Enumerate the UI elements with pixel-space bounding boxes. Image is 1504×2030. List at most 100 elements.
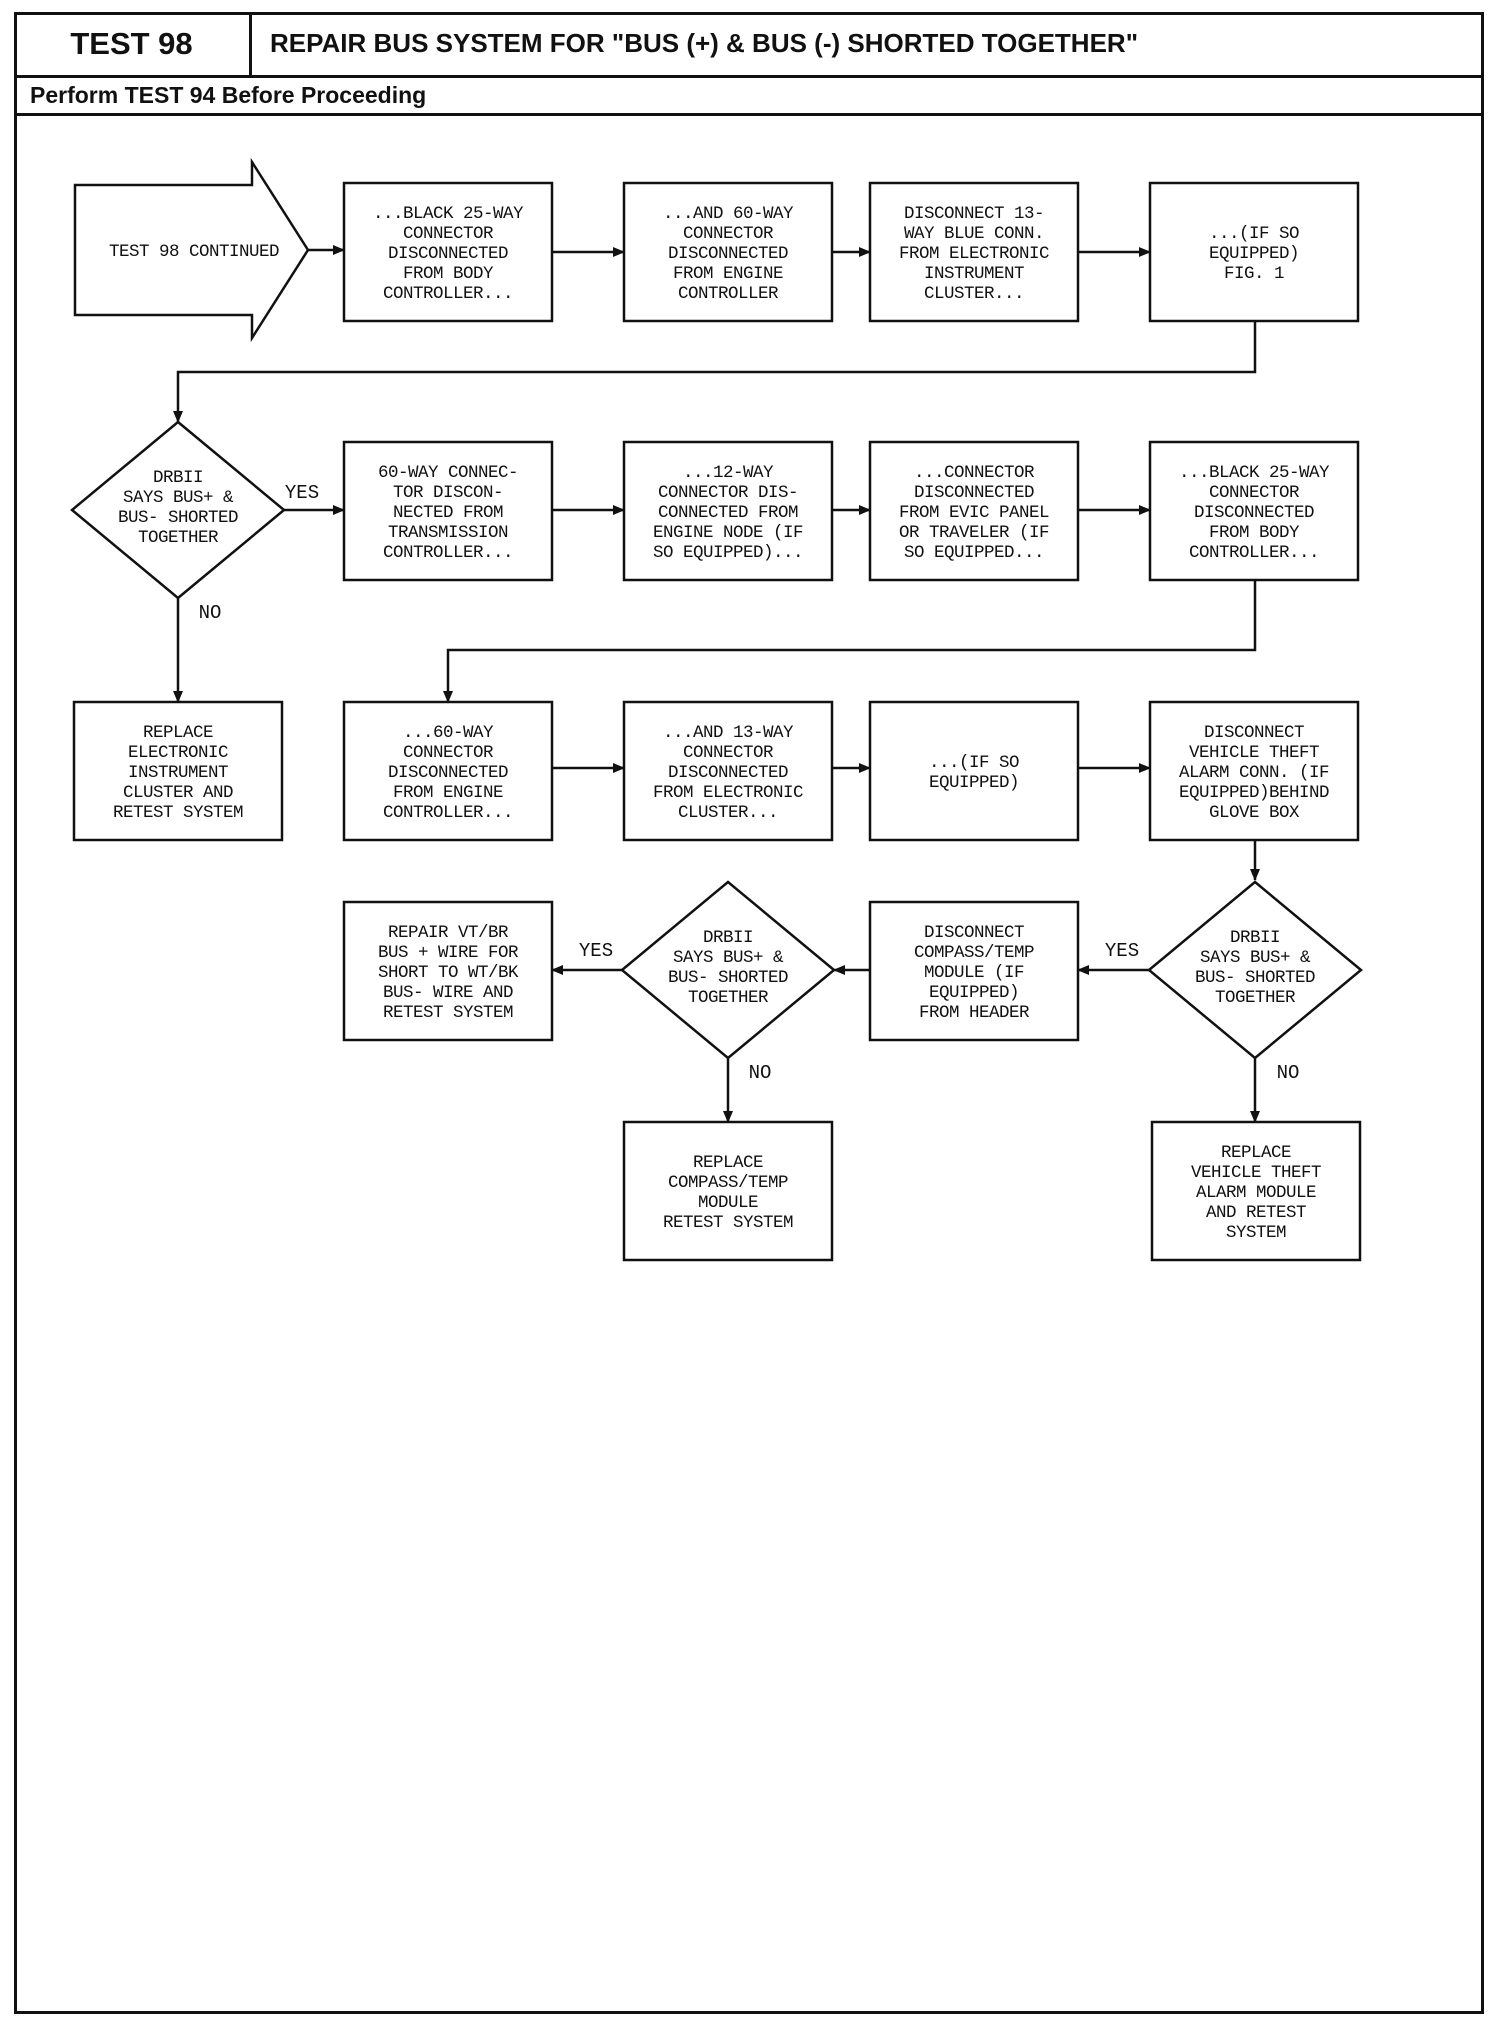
step-r1-4-text: EQUIPPED) xyxy=(1209,244,1299,264)
compass-box-text: DISCONNECT xyxy=(924,923,1024,943)
decision-2-text: DRBII xyxy=(1230,928,1280,948)
step-r1-4-text: ...(IF SO xyxy=(1209,224,1299,244)
step-r2-1-text: TRANSMISSION xyxy=(388,523,508,543)
replace-compass-box-shape xyxy=(622,1120,834,1262)
no-label-3: NO xyxy=(749,1062,772,1084)
step-r2-3-text: SO EQUIPPED... xyxy=(904,543,1044,563)
step-r2-2-text: SO EQUIPPED)... xyxy=(653,543,803,563)
decision-1-text: SAYS BUS+ & xyxy=(123,488,234,508)
step-r2-4-shape xyxy=(1148,440,1360,582)
step-r2-2-text: ...12-WAY xyxy=(683,463,774,483)
test-prerequisite: Perform TEST 94 Before Proceeding xyxy=(14,78,1484,116)
replace-compass-box-text: MODULE xyxy=(698,1193,758,1213)
step-r1-1-text: CONTROLLER... xyxy=(383,284,513,304)
replace-vta-box-text: REPLACE xyxy=(1221,1143,1291,1163)
step-r1-3-text: CLUSTER... xyxy=(924,284,1024,304)
step-r3-4-text: VEHICLE THEFT xyxy=(1189,743,1319,763)
step-r3-4-text: DISCONNECT xyxy=(1204,723,1304,743)
step-r1-3-text: FROM ELECTRONIC xyxy=(899,244,1049,264)
step-r2-3-shape xyxy=(868,440,1080,582)
replace-compass-box-text: REPLACE xyxy=(693,1153,763,1173)
decision-1-shape xyxy=(70,420,286,600)
replace-vta-box-text: SYSTEM xyxy=(1226,1223,1286,1243)
repair-wire-box-text: RETEST SYSTEM xyxy=(383,1003,513,1023)
decision-3-text: DRBII xyxy=(703,928,753,948)
repair-wire-box-text: BUS + WIRE FOR xyxy=(378,943,519,963)
decision-2-shape xyxy=(1147,880,1363,1060)
step-r1-2-text: DISCONNECTED xyxy=(668,244,788,264)
compass-box-text: MODULE (IF xyxy=(924,963,1024,983)
replace-compass-box-text: COMPASS/TEMP xyxy=(668,1173,788,1193)
step-r3-3-text: EQUIPPED) xyxy=(929,773,1019,793)
step-r1-1-text: FROM BODY xyxy=(403,264,494,284)
step-r2-3-text: OR TRAVELER (IF xyxy=(899,523,1049,543)
step-r3-2-text: CLUSTER... xyxy=(678,803,778,823)
step-r3-4-text: ALARM CONN. (IF xyxy=(1179,763,1329,783)
step-r2-4-text: CONNECTOR xyxy=(1209,483,1300,503)
step-r2-1-text: TOR DISCON- xyxy=(393,483,503,503)
step-r3-3-shape xyxy=(868,700,1080,842)
decision-3-text: TOGETHER xyxy=(688,988,769,1008)
yes-label-1: YES xyxy=(285,482,319,504)
no-label-2: NO xyxy=(1277,1062,1300,1084)
step-r3-4-text: EQUIPPED)BEHIND xyxy=(1179,783,1329,803)
step-r2-1-text: 60-WAY CONNEC- xyxy=(378,463,518,483)
step-r2-4-text: CONTROLLER... xyxy=(1189,543,1319,563)
decision-1-text: TOGETHER xyxy=(138,528,219,548)
page-frame xyxy=(14,12,1484,2014)
yes-label-2: YES xyxy=(1105,940,1139,962)
step-r2-1: 60-WAY CONNEC-TOR DISCON-NECTED FROMTRAN… xyxy=(342,440,554,582)
step-r1-1-text: CONNECTOR xyxy=(403,224,494,244)
repair-wire-box-shape xyxy=(342,900,554,1042)
decision-3-shape xyxy=(620,880,836,1060)
step-r3-1-text: CONTROLLER... xyxy=(383,803,513,823)
replace-cluster-box-text: REPLACE xyxy=(143,723,213,743)
replace-cluster-box-shape xyxy=(72,700,284,842)
replace-cluster-box-text: CLUSTER AND xyxy=(123,783,233,803)
step-r1-1-text: ...BLACK 25-WAY xyxy=(373,204,524,224)
step-r1-2-text: CONNECTOR xyxy=(683,224,774,244)
step-r2-2-text: CONNECTOR DIS- xyxy=(658,483,798,503)
step-r1-4-text: FIG. 1 xyxy=(1224,264,1284,284)
step-r2-1-text: NECTED FROM xyxy=(393,503,503,523)
step-r1-2-shape xyxy=(622,181,834,323)
replace-cluster-box-text: RETEST SYSTEM xyxy=(113,803,243,823)
step-r1-3-text: WAY BLUE CONN. xyxy=(904,224,1044,244)
no-label-1: NO xyxy=(199,602,222,624)
start-arrow-shape xyxy=(73,157,310,343)
flow-connector-1 xyxy=(173,321,1257,423)
compass-box-text: FROM HEADER xyxy=(919,1003,1030,1023)
repair-wire-box-text: BUS- WIRE AND xyxy=(383,983,513,1003)
step-r1-3-text: INSTRUMENT xyxy=(924,264,1024,284)
decision-1-text: BUS- SHORTED xyxy=(118,508,238,528)
step-r3-1-text: FROM ENGINE xyxy=(393,783,503,803)
step-r2-3-text: FROM EVIC PANEL xyxy=(899,503,1049,523)
step-r3-1-text: CONNECTOR xyxy=(403,743,494,763)
replace-cluster-box-text: INSTRUMENT xyxy=(128,763,228,783)
step-r1-1: ...BLACK 25-WAYCONNECTORDISCONNECTEDFROM… xyxy=(342,181,554,323)
start-arrow-text: TEST 98 CONTINUED xyxy=(109,242,279,262)
step-r1-2-text: FROM ENGINE xyxy=(673,264,783,284)
step-r3-2-text: FROM ELECTRONIC xyxy=(653,783,803,803)
step-r2-3-text: DISCONNECTED xyxy=(914,483,1034,503)
step-r3-4-text: GLOVE BOX xyxy=(1209,803,1300,823)
step-r1-4-shape xyxy=(1148,181,1360,323)
step-r1-3-shape xyxy=(868,181,1080,323)
step-r3-1-text: ...60-WAY xyxy=(403,723,494,743)
decision-2-text: TOGETHER xyxy=(1215,988,1296,1008)
step-r1-3: DISCONNECT 13-WAY BLUE CONN.FROM ELECTRO… xyxy=(868,181,1080,323)
replace-vta-box-text: ALARM MODULE xyxy=(1196,1183,1316,1203)
decision-3-text: SAYS BUS+ & xyxy=(673,948,784,968)
step-r2-4: ...BLACK 25-WAYCONNECTORDISCONNECTEDFROM… xyxy=(1148,440,1360,582)
